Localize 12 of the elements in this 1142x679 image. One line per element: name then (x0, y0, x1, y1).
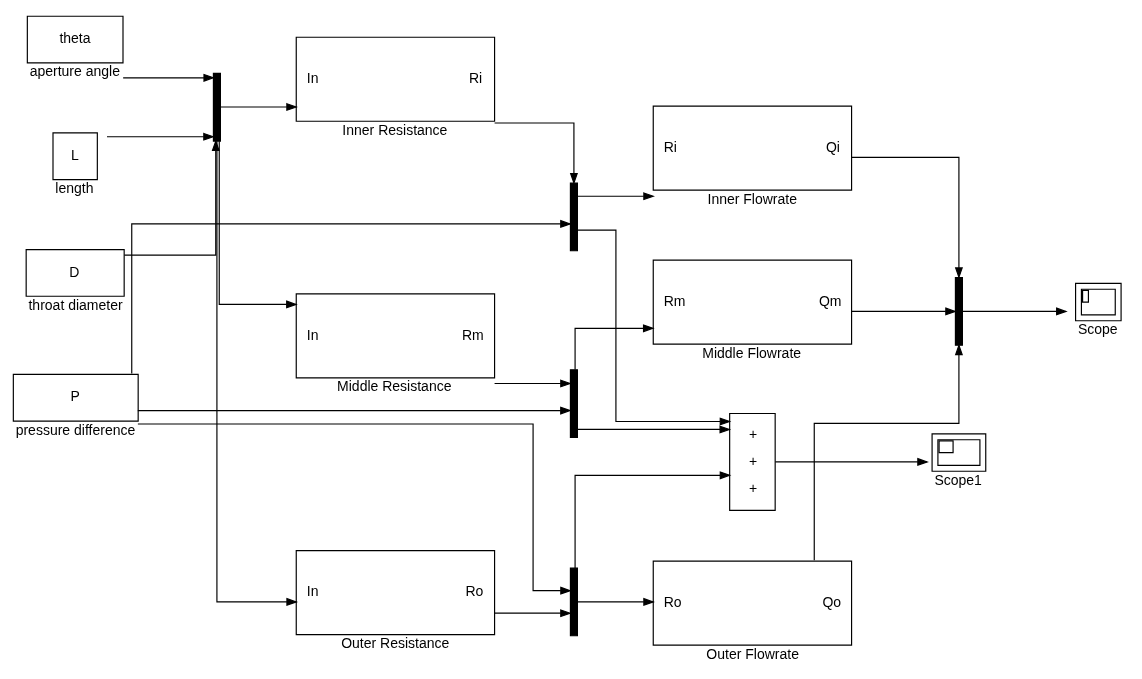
node-label: Outer Resistance (341, 634, 450, 651)
node-label: Inner Flowrate (707, 190, 797, 207)
node-label: Middle Flowrate (702, 344, 802, 361)
node-label: length (55, 179, 94, 196)
node-label: Scope1 (934, 471, 982, 488)
node-label: Scope (1077, 320, 1118, 337)
node-label: throat diameter (28, 296, 123, 313)
node-label: Inner Resistance (342, 121, 448, 138)
node-label: aperture angle (29, 62, 120, 79)
node-label: pressure difference (15, 421, 136, 438)
node-label: Middle Resistance (337, 377, 452, 394)
node-label: Outer Flowrate (706, 645, 799, 662)
